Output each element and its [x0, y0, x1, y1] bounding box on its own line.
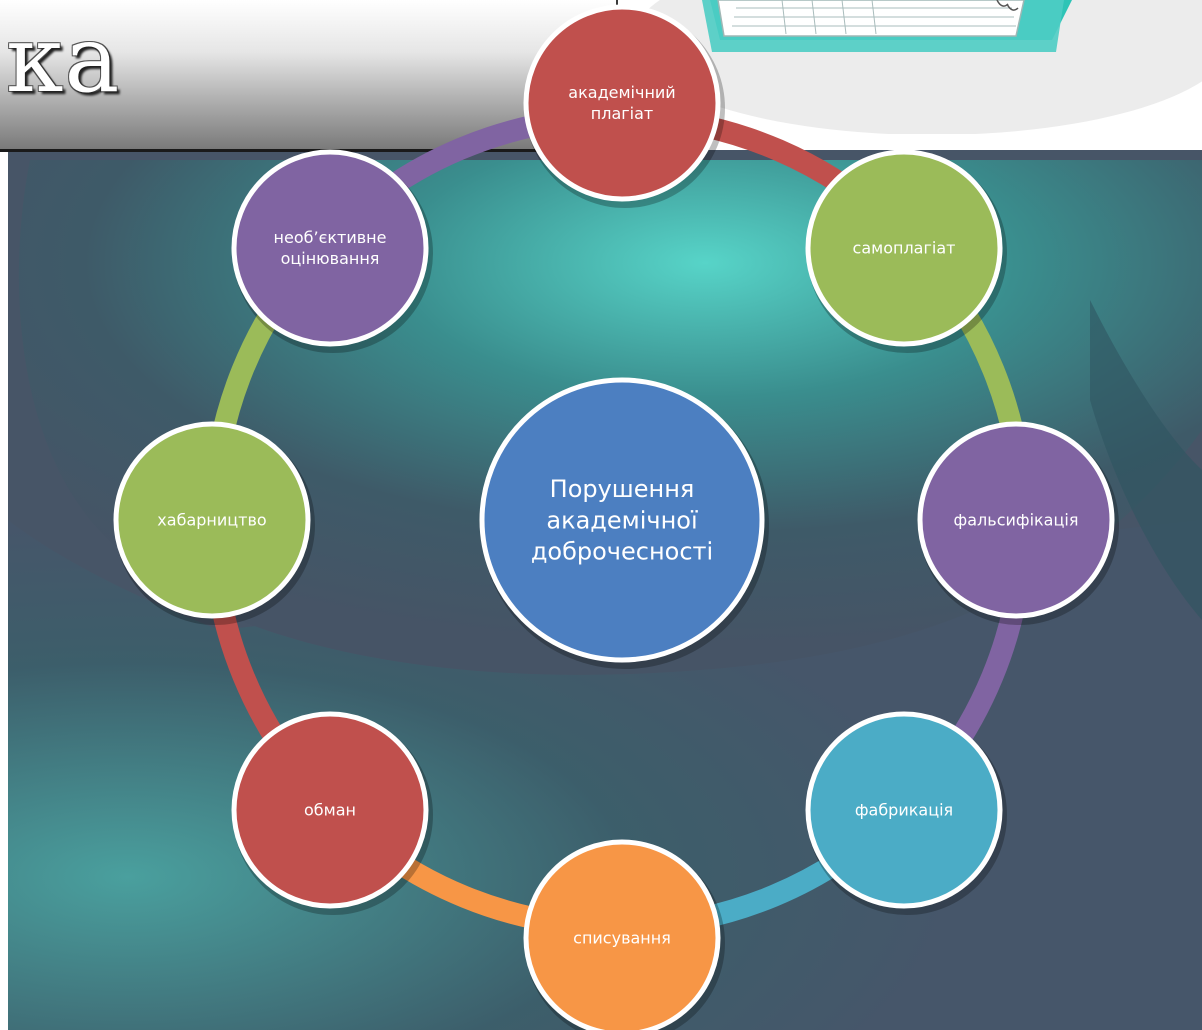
title-bar: ка [0, 0, 618, 152]
notebook-icon [632, 0, 1202, 134]
node-circle [231, 711, 429, 909]
node-0: академічний плагіат [523, 4, 725, 208]
node-circle [113, 421, 311, 619]
node-label: плагіат [591, 104, 653, 123]
notebook-illustration [632, 0, 1202, 134]
node-circle [479, 377, 765, 663]
node-label: академічної [546, 506, 698, 534]
node-4: списування [523, 839, 725, 1030]
node-circle [523, 4, 721, 202]
node-label: оцінювання [281, 249, 380, 268]
node-label: самоплагіат [853, 239, 956, 258]
node-circle [805, 149, 1003, 347]
slide-title: ка [6, 6, 121, 113]
node-layer: академічний плагіат самоплагіат фальсифікац… [113, 4, 1119, 1030]
node-label: академічний [568, 83, 675, 102]
node-2: фальсифікація [917, 421, 1119, 625]
node-label: фальсифікація [954, 511, 1079, 530]
node-5: обман [231, 711, 433, 915]
node-label: доброчесності [531, 538, 713, 566]
node-7: необ’єктивне оцінювання [231, 149, 433, 353]
node-circle [523, 839, 721, 1030]
node-label: Порушення [550, 475, 695, 503]
node-label: обман [304, 801, 356, 820]
node-circle [917, 421, 1115, 619]
node-label: фабрикація [855, 801, 953, 820]
node-label: необ’єктивне [274, 228, 387, 247]
node-circle [805, 711, 1003, 909]
center-node: Порушення академічної доброчесності [479, 377, 769, 669]
node-6: хабарництво [113, 421, 315, 625]
node-label: списування [573, 929, 671, 948]
node-circle [231, 149, 429, 347]
node-label: хабарництво [157, 511, 266, 530]
node-3: фабрикація [805, 711, 1007, 915]
node-1: самоплагіат [805, 149, 1007, 353]
